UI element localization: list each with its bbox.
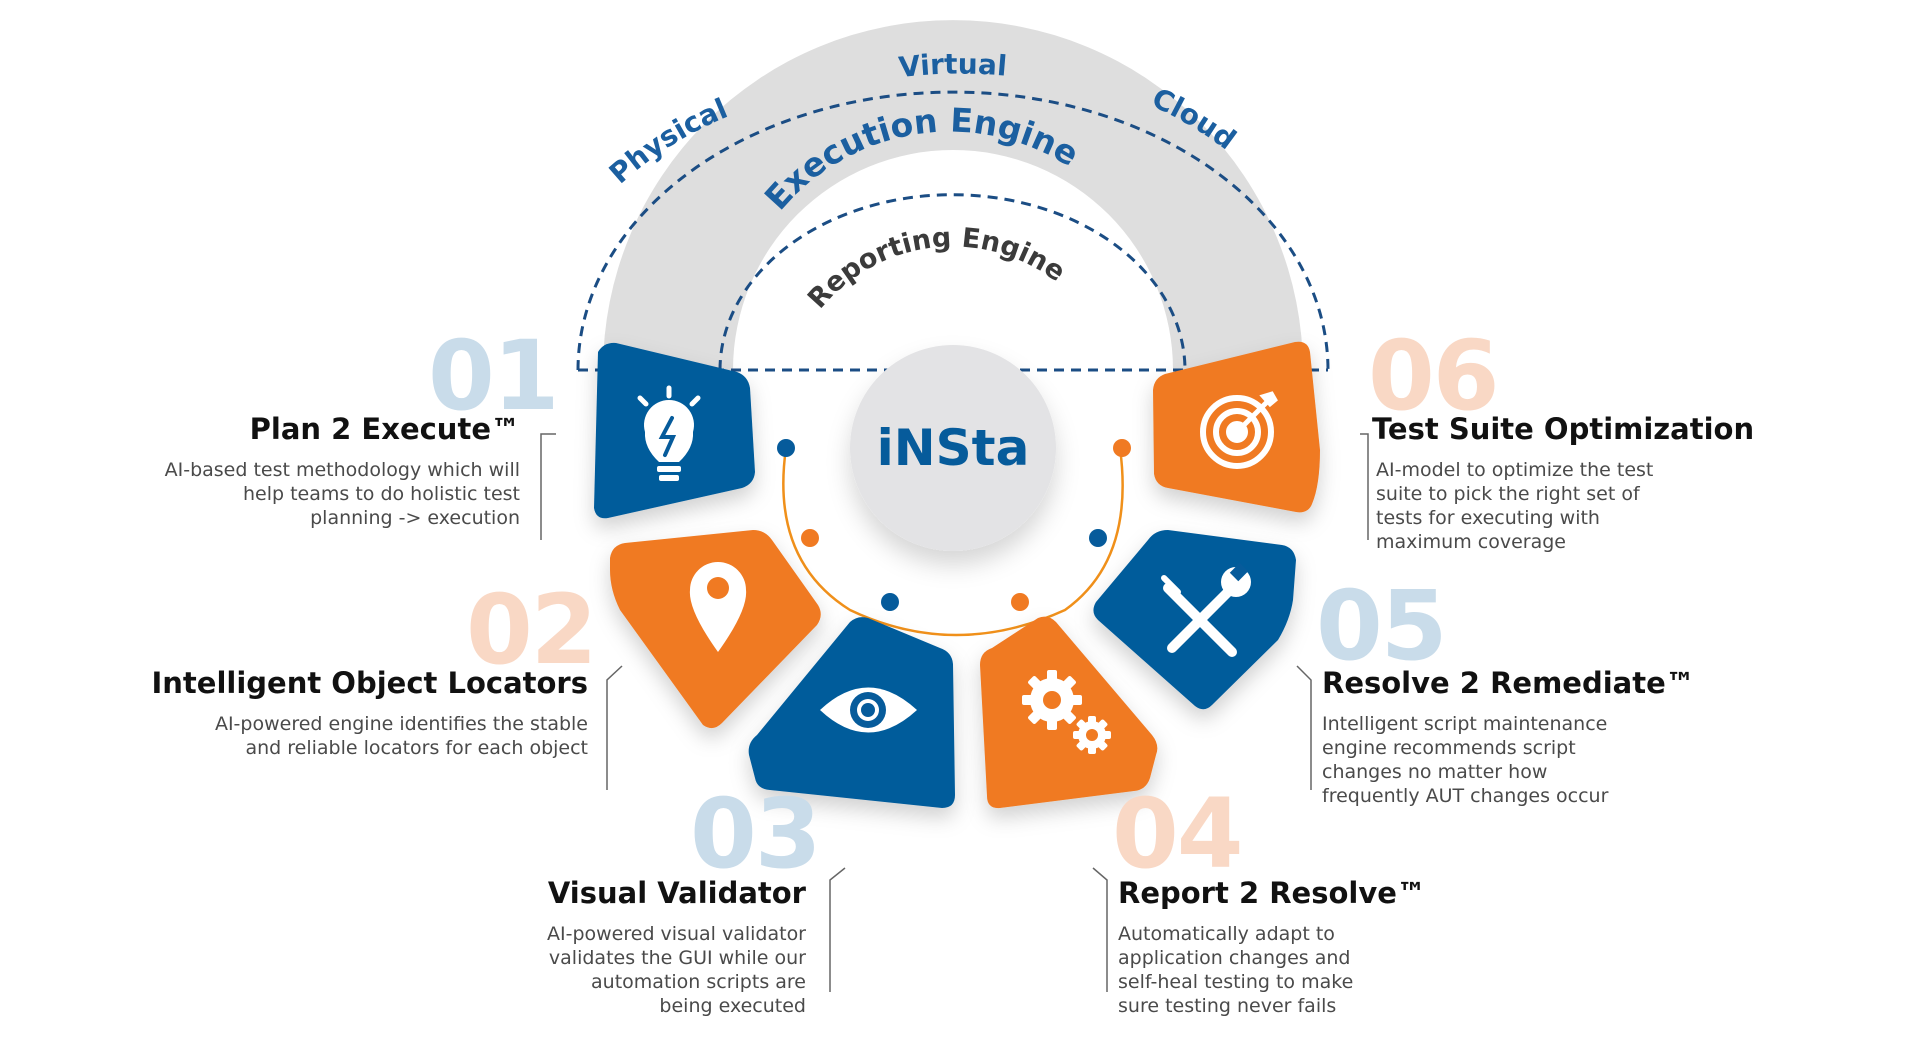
step-05-number: 05 — [1316, 570, 1448, 682]
bracket-05 — [1296, 665, 1312, 790]
execution-engine-ring — [603, 20, 1303, 371]
connector-dot — [1113, 439, 1131, 457]
step-03-title: Visual Validator — [547, 876, 806, 910]
lightbulb-icon — [637, 385, 701, 481]
step-06-number: 06 — [1368, 320, 1500, 432]
step-01-line: help teams to do holistic test — [242, 483, 520, 505]
insta-hub — [850, 345, 1056, 551]
step-05-line: changes no matter how — [1322, 761, 1548, 783]
step-01-title: Plan 2 Execute™ — [249, 412, 520, 446]
step-05-line: frequently AUT changes occur — [1322, 785, 1609, 807]
label-virtual: Virtual — [897, 47, 1008, 84]
step-01-number: 01 — [428, 320, 560, 432]
step-05-line: engine recommends script — [1322, 737, 1576, 759]
step-03-number: 03 — [690, 778, 822, 890]
step-01-line: AI-based test methodology which will — [164, 459, 520, 481]
bracket-04 — [1092, 867, 1108, 992]
step-04-number: 04 — [1112, 778, 1244, 890]
connector-dot — [1011, 593, 1029, 611]
bracket-03 — [829, 867, 846, 992]
step-02-number: 02 — [466, 574, 598, 686]
bracket-06 — [1360, 433, 1369, 540]
step-03-line: automation scripts are — [591, 971, 806, 993]
reporting-engine-dashed-arc — [718, 193, 1187, 371]
step-04-line: Automatically adapt to — [1118, 923, 1335, 945]
connector-arc — [782, 447, 1124, 637]
step-02-line: and reliable locators for each object — [245, 737, 588, 759]
infrastructure-dashed-arc — [576, 90, 1330, 371]
bracket-01 — [540, 433, 556, 540]
connector-dot — [1089, 529, 1107, 547]
location-pin-icon — [689, 562, 747, 652]
step-06-line: maximum coverage — [1376, 531, 1566, 553]
eye-icon — [820, 687, 917, 733]
step-06-title: Test Suite Optimization — [1372, 412, 1755, 446]
step-04-title: Report 2 Resolve™ — [1118, 876, 1426, 910]
gears-icon — [1022, 670, 1111, 754]
step-05-description: Intelligent script maintenance engine re… — [1322, 712, 1608, 808]
step-04-line: self-heal testing to make — [1118, 971, 1354, 993]
insta-hub-label: iNSta — [877, 419, 1030, 477]
target-icon — [1200, 391, 1278, 469]
step-04-description: Automatically adapt to application chang… — [1118, 922, 1353, 1018]
step-04-line: application changes and — [1118, 947, 1351, 969]
step-05-title: Resolve 2 Remediate™ — [1322, 666, 1695, 700]
step-06-line: AI-model to optimize the test — [1376, 459, 1654, 481]
step-06-line: tests for executing with — [1376, 507, 1600, 529]
step-04-line: sure testing never fails — [1118, 995, 1337, 1017]
step-03-line: being executed — [659, 995, 806, 1017]
connector-dot — [801, 529, 819, 547]
tools-icon — [1161, 562, 1251, 657]
step-01-line: planning -> execution — [310, 507, 520, 529]
step-05-line: Intelligent script maintenance — [1322, 713, 1608, 735]
step-03-line: AI-powered visual validator — [546, 923, 806, 945]
step-02-line: AI-powered engine identifies the stable — [214, 713, 588, 735]
step-01-description: AI-based test methodology which will hel… — [165, 458, 520, 530]
bracket-02 — [606, 665, 623, 790]
step-02-description: AI-powered engine identifies the stable … — [215, 712, 588, 760]
connector-dot — [777, 439, 795, 457]
step-06-line: suite to pick the right set of — [1376, 483, 1640, 505]
step-06-description: AI-model to optimize the test suite to p… — [1376, 458, 1653, 554]
label-reporting-engine: Reporting Engine — [802, 222, 1071, 314]
step-02-title: Intelligent Object Locators — [151, 666, 588, 700]
step-03-description: AI-powered visual validator validates th… — [547, 922, 806, 1018]
connector-dot — [881, 593, 899, 611]
step-03-line: validates the GUI while our — [548, 947, 806, 969]
